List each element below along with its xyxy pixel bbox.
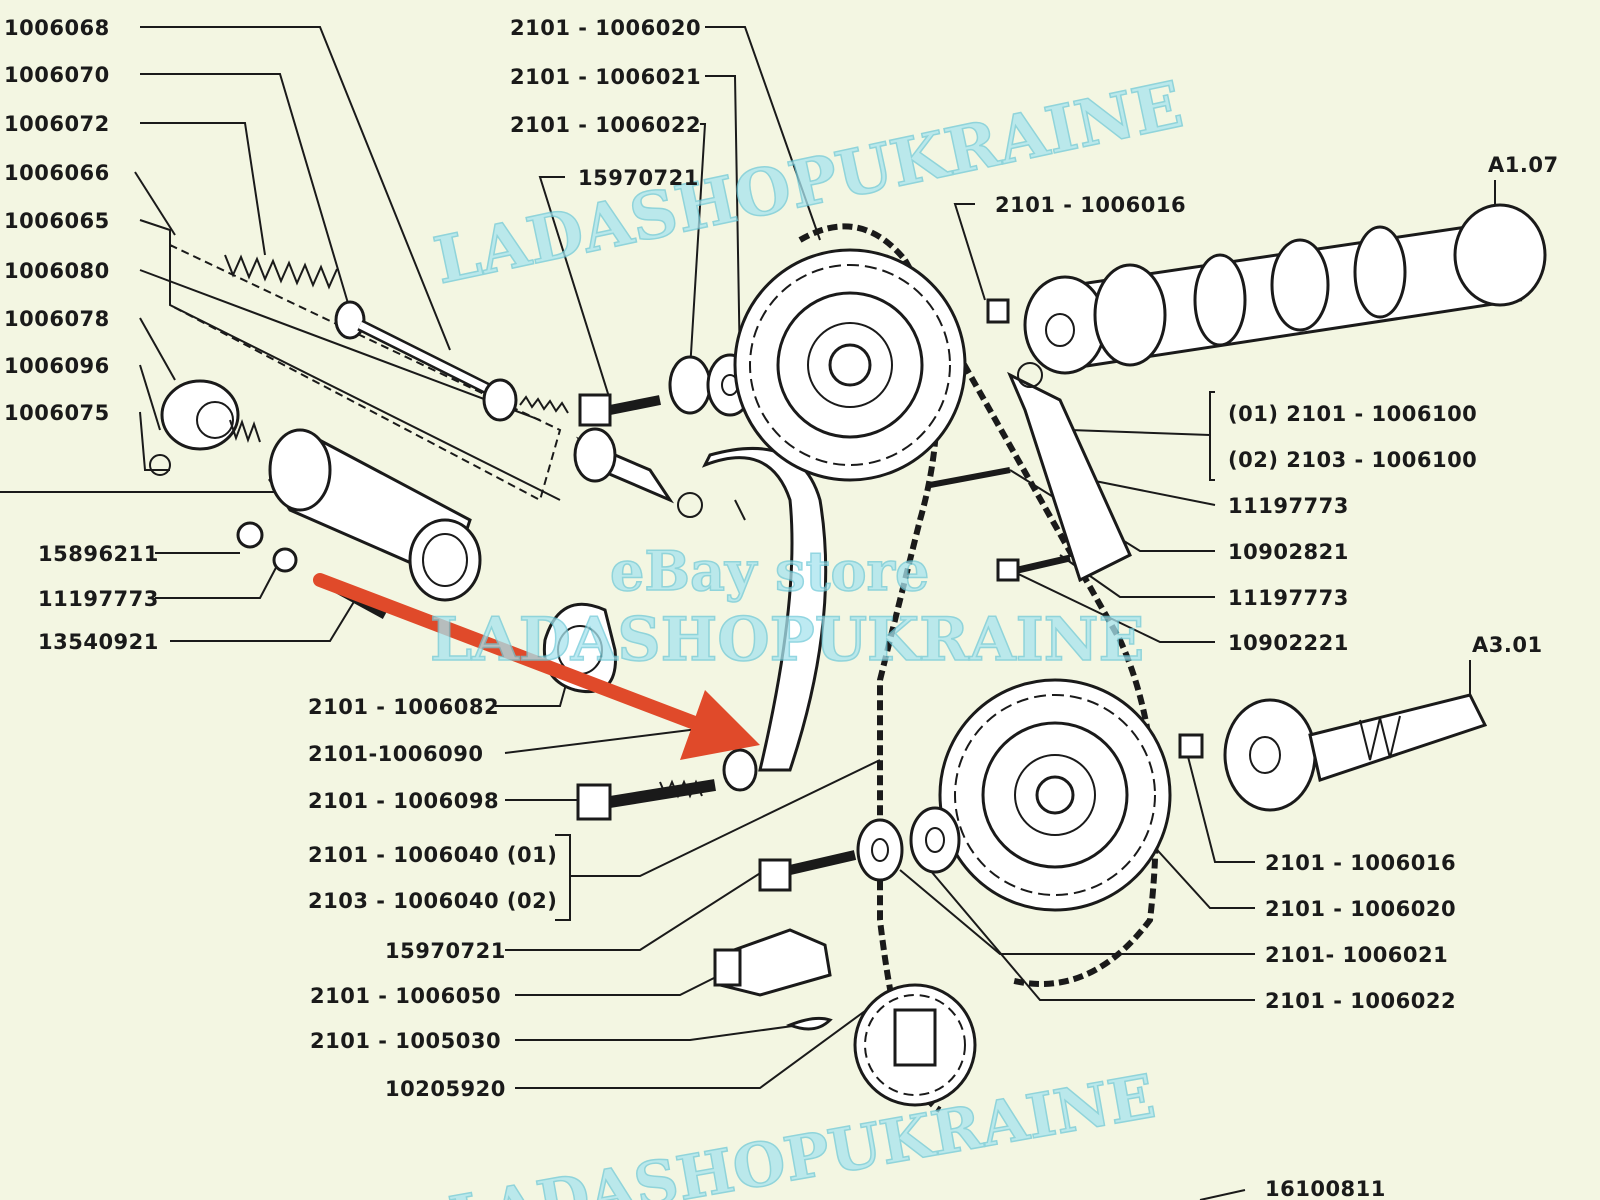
- leader-lines-left: [0, 26, 561, 642]
- part-label: 2101 - 1006022: [510, 113, 701, 137]
- fasteners-center: [576, 779, 961, 997]
- tensioner-cap: [149, 379, 261, 476]
- part-label: A3.01: [1472, 633, 1543, 657]
- part-label: (01) 2101 - 1006100: [1228, 402, 1477, 426]
- part-label: 1006072: [4, 112, 110, 136]
- chain-damper: [929, 362, 1132, 583]
- washer: [272, 547, 298, 573]
- camshaft: [986, 203, 1547, 375]
- part-label: 11197773: [38, 587, 159, 611]
- part-label: 1006070: [4, 63, 110, 87]
- part-label: 10205920: [385, 1077, 506, 1101]
- tensioner-housing: [268, 428, 482, 602]
- part-label: (02) 2103 - 1006100: [1228, 448, 1477, 472]
- labels-top: 2101 - 1006020 2101 - 1006021 2101 - 100…: [510, 16, 1186, 217]
- watermark-bottom: LADASHOPUKRAINE: [444, 1062, 1160, 1200]
- part-label: 11197773: [1228, 494, 1349, 518]
- auxiliary-shaft: [1178, 693, 1488, 812]
- part-label: A1.07: [1488, 153, 1559, 177]
- part-label: 2101 - 1006022: [1265, 989, 1456, 1013]
- part-label: 15970721: [385, 939, 506, 963]
- part-label: 11197773: [1228, 586, 1349, 610]
- part-label: 10902221: [1228, 631, 1349, 655]
- part-label: 2101-1006090: [308, 742, 483, 766]
- nut: [236, 521, 264, 549]
- part-label: 2101 - 1006020: [510, 16, 701, 40]
- part-label: 2101 - 1006098: [308, 789, 499, 813]
- leader-lines-top: [538, 26, 986, 401]
- part-label: 2101 - 1005030: [310, 1029, 501, 1053]
- intermediate-sprocket: [938, 678, 1172, 912]
- part-label: 1006096: [4, 354, 110, 378]
- crankshaft-sprocket: [785, 983, 977, 1107]
- part-label: 2101 - 1006021: [510, 65, 701, 89]
- camshaft-sprocket: [733, 248, 967, 482]
- part-label: 2101 - 1006082: [308, 695, 499, 719]
- part-label: 13540921: [38, 630, 159, 654]
- tensioner-rod: [334, 300, 569, 422]
- tensioner-assembly: [149, 243, 617, 694]
- leader-lines-center: [495, 669, 881, 1089]
- part-label: 1006068: [4, 16, 110, 40]
- part-label: 2101 - 1006040 (01): [308, 843, 557, 867]
- part-label: 16100811: [1265, 1177, 1386, 1200]
- part-label: 15896211: [38, 542, 159, 566]
- part-label: 1006080: [4, 259, 110, 283]
- part-label: 1006078: [4, 307, 110, 331]
- part-label: 1006075: [4, 401, 110, 425]
- labels-right: A1.07 (01) 2101 - 1006100 (02) 2103 - 10…: [1228, 153, 1559, 1200]
- part-label: 2101- 1006021: [1265, 943, 1448, 967]
- fasteners-top: [573, 353, 754, 518]
- watermark-ebay: eBay store: [610, 539, 929, 603]
- part-label: 2101 - 1006016: [995, 193, 1186, 217]
- red-arrow: [313, 573, 760, 760]
- part-label: 1006065: [4, 209, 110, 233]
- part-label: 2101 - 1006016: [1265, 851, 1456, 875]
- watermark-middle: LADASHOPUKRAINE: [430, 605, 1144, 675]
- labels-left: 1006068 1006070 1006072 1006066 1006065 …: [4, 16, 159, 654]
- part-label: 1006066: [4, 161, 110, 185]
- tensioner-spring: [224, 254, 338, 290]
- leader-lines-right: [899, 180, 1496, 1200]
- part-label: 2101 - 1006020: [1265, 897, 1456, 921]
- part-label: 2103 - 1006040 (02): [308, 889, 557, 913]
- part-label: 15970721: [578, 166, 699, 190]
- part-label: 10902821: [1228, 540, 1349, 564]
- part-label: 2101 - 1006050: [310, 984, 501, 1008]
- labels-center: 2101 - 1006082 2101-1006090 2101 - 10060…: [308, 695, 557, 1101]
